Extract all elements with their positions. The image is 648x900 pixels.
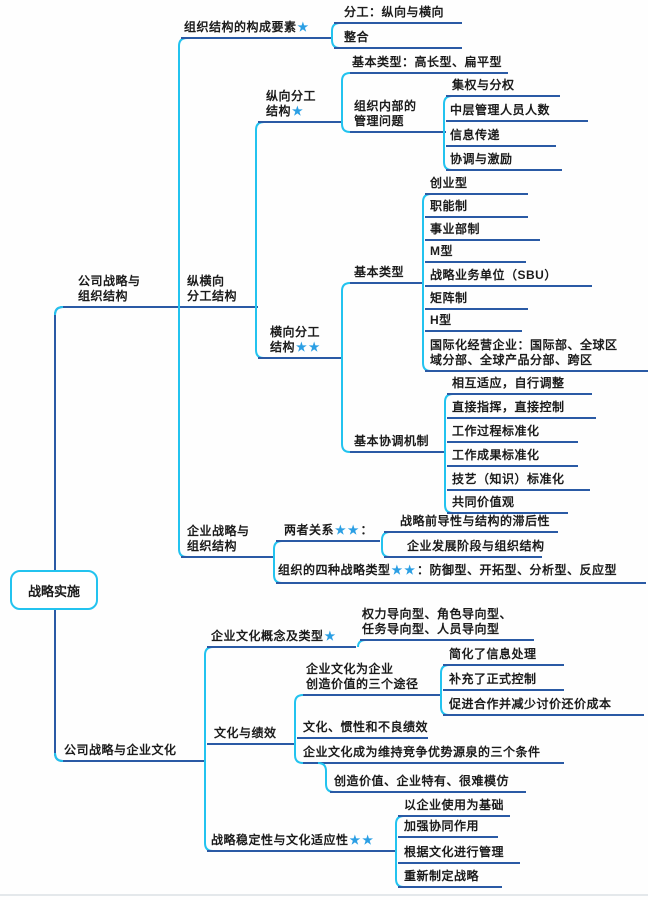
- node-horizontal-division-structure: 横向分工 结构★★: [270, 325, 322, 354]
- node-coordination-incentive: 协调与激励: [450, 152, 513, 166]
- branch-corporate-strategy-and-org-structure: 公司战略与 组织结构: [78, 274, 141, 303]
- page-edge-shadow: [0, 894, 648, 896]
- branch-corporate-strategy-and-corporate-culture: 公司战略与企业文化: [64, 743, 177, 757]
- node-development-stage-and-structure: 企业发展阶段与组织结构: [407, 539, 545, 553]
- node-three-conditions-competitive-advantage: 企业文化成为维持竞争优势源泉的三个条件: [303, 745, 541, 759]
- node-information-transfer: 信息传递: [450, 128, 501, 142]
- node-create-value-firm-specific-hard-to-imitate: 创造价值、企业特有、很难模仿: [334, 774, 510, 788]
- star-rating: ★★: [391, 563, 418, 577]
- node-matrix: 矩阵制: [430, 291, 468, 305]
- root-node-label: 战略实施: [27, 583, 80, 599]
- node-culture-and-performance: 文化与绩效: [214, 726, 277, 740]
- node-basic-coordination-mechanisms: 基本协调机制: [354, 434, 430, 448]
- node-division-vertical-horizontal: 分工：纵向与横向: [344, 5, 445, 19]
- node-international: 国际化经营企业：国际部、全球区 域分部、全球产品分部、跨区: [430, 338, 618, 367]
- node-reformulate-strategy: 重新制定战略: [404, 869, 480, 883]
- node-strengthen-synergy: 加强协同作用: [404, 819, 480, 833]
- node-based-on-enterprise-use: 以企业使用为基础: [404, 798, 505, 812]
- node-enterprise-strategy-and-org-structure: 企业战略与 组织结构: [187, 524, 250, 553]
- star-rating: ★: [324, 629, 338, 643]
- node-culture-concept-and-types: 企业文化概念及类型★: [211, 629, 338, 643]
- node-basic-types-tall-flat: 基本类型：高长型、扁平型: [352, 55, 503, 69]
- star-rating: ★★: [296, 340, 322, 354]
- node-shared-values: 共同价值观: [452, 495, 515, 509]
- node-integration: 整合: [344, 30, 370, 44]
- node-culture-orientations: 权力导向型、角色导向型、 任务导向型、人员导向型: [362, 607, 513, 636]
- node-three-ways-culture-creates-value: 企业文化为企业 创造价值的三个途径: [306, 662, 419, 691]
- node-basic-types: 基本类型: [354, 265, 405, 279]
- node-m-form: M型: [430, 244, 453, 258]
- node-four-strategy-types: 组织的四种战略类型★★：防御型、开拓型、分析型、反应型: [278, 563, 618, 577]
- node-strategy-stability-culture-adaptability: 战略稳定性与文化适应性★★: [211, 833, 376, 847]
- node-skill-knowledge-standardization: 技艺（知识）标准化: [452, 472, 565, 486]
- node-h-form: H型: [430, 313, 452, 327]
- star-rating: ★★: [335, 523, 361, 537]
- node-direct-command: 直接指挥，直接控制: [452, 400, 565, 414]
- node-promote-cooperation: 促进合作并减少讨价还价成本: [449, 697, 612, 711]
- node-functional: 职能制: [430, 199, 468, 213]
- node-middle-managers-count: 中层管理人员人数: [450, 103, 551, 117]
- node-centralization-decentralization: 集权与分权: [452, 78, 515, 92]
- node-simplify-information: 简化了信息处理: [449, 647, 537, 661]
- node-two-relationships: 两者关系★★：: [284, 523, 374, 537]
- node-mutual-adaptation: 相互适应，自行调整: [452, 376, 565, 390]
- star-rating: ★: [292, 104, 305, 118]
- node-entrepreneurial: 创业型: [430, 176, 468, 190]
- node-supplement-formal-control: 补充了正式控制: [449, 672, 537, 686]
- node-manage-by-culture: 根据文化进行管理: [404, 845, 505, 859]
- node-work-output-standardization: 工作成果标准化: [452, 448, 540, 462]
- node-org-structure-elements: 组织结构的构成要素★: [184, 20, 311, 34]
- node-internal-management-issues: 组织内部的 管理问题: [354, 99, 417, 128]
- node-vertical-horizontal-division-structure: 纵横向 分工结构: [187, 274, 238, 303]
- root-node: 战略实施: [10, 570, 98, 610]
- node-strategy-forward-structure-lag: 战略前导性与结构的滞后性: [400, 514, 551, 528]
- star-rating: ★★: [349, 833, 376, 847]
- node-culture-inertia-poor-performance: 文化、惯性和不良绩效: [303, 720, 429, 734]
- node-vertical-division-structure: 纵向分工 结构★: [266, 89, 317, 118]
- node-sbu: 战略业务单位（SBU）: [430, 268, 557, 282]
- node-work-process-standardization: 工作过程标准化: [452, 424, 540, 438]
- star-rating: ★: [297, 20, 311, 34]
- node-divisional: 事业部制: [430, 222, 481, 236]
